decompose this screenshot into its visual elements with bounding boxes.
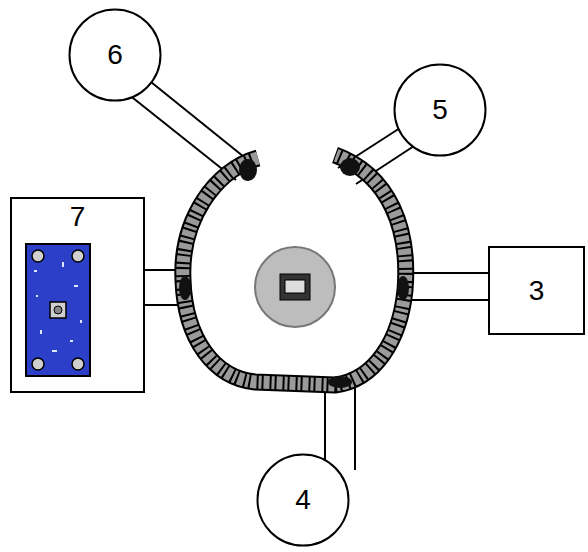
speckle bbox=[52, 350, 57, 352]
callout-number: 5 bbox=[432, 94, 448, 126]
speckle bbox=[70, 340, 73, 342]
component-box: 3 bbox=[488, 246, 585, 335]
wafer-chip-window bbox=[285, 280, 305, 293]
callout-number: 7 bbox=[70, 201, 86, 233]
port-opening bbox=[397, 276, 409, 300]
callout-number: 3 bbox=[529, 275, 545, 307]
port-circle-shape bbox=[395, 65, 486, 156]
component-box: 7 bbox=[10, 197, 145, 393]
plate-speckles bbox=[34, 262, 82, 352]
callout-number: 4 bbox=[295, 484, 311, 516]
speckle bbox=[40, 330, 42, 334]
speckle bbox=[80, 320, 82, 323]
plate-screws bbox=[32, 250, 84, 370]
screw bbox=[32, 358, 44, 370]
speckle bbox=[34, 270, 37, 272]
target-plate bbox=[26, 244, 90, 376]
wafer-stage bbox=[255, 247, 335, 327]
port-circle: 5 bbox=[393, 63, 487, 157]
port-circle-shape bbox=[70, 10, 161, 101]
speckle bbox=[36, 295, 38, 297]
screw bbox=[32, 250, 44, 262]
tube-line bbox=[404, 299, 488, 301]
tube-line bbox=[404, 272, 488, 274]
port-opening bbox=[179, 276, 191, 300]
plate-center bbox=[50, 302, 66, 318]
tube-line bbox=[354, 386, 356, 470]
speckle bbox=[74, 285, 78, 287]
port-openings bbox=[179, 158, 409, 388]
chamber-wall-edge bbox=[183, 155, 406, 385]
port-opening bbox=[340, 158, 360, 176]
wafer-chip bbox=[280, 274, 310, 300]
speckle bbox=[62, 262, 64, 267]
port-circle: 4 bbox=[256, 453, 350, 547]
plate-center-hole bbox=[54, 306, 62, 314]
tube-line bbox=[146, 78, 254, 165]
callout-number: 6 bbox=[107, 39, 123, 71]
port-opening bbox=[328, 376, 352, 388]
port-circle-shape bbox=[258, 455, 349, 546]
port-circle: 6 bbox=[68, 8, 162, 102]
tube-line bbox=[324, 386, 326, 470]
screw bbox=[72, 250, 84, 262]
port-opening bbox=[239, 159, 257, 181]
screw bbox=[72, 358, 84, 370]
chamber-wall bbox=[183, 155, 406, 385]
